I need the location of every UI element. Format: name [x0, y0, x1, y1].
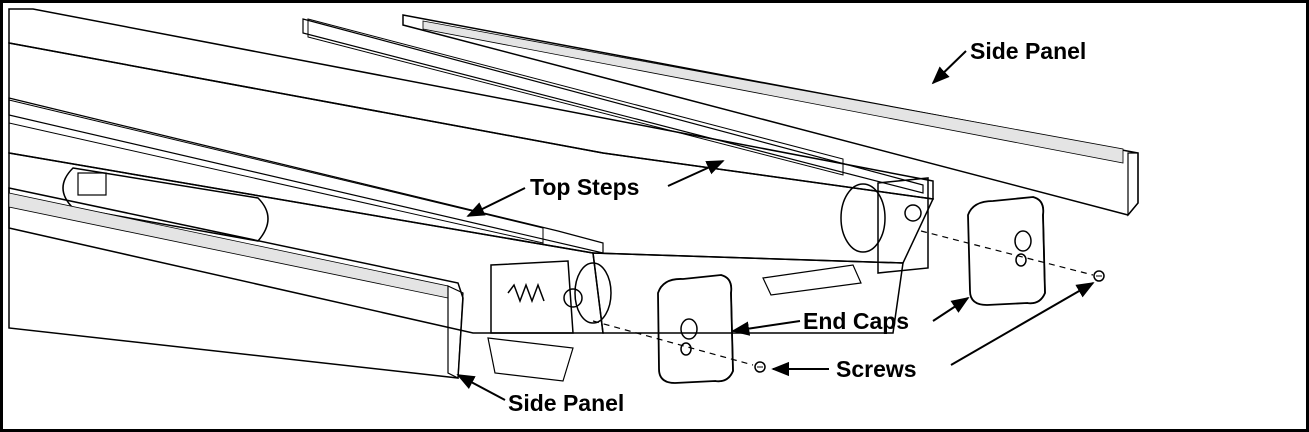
label-screws: Screws: [836, 356, 917, 382]
arrow-side-panel-top: [931, 50, 967, 85]
arrow-side-panel-bottom: [456, 374, 506, 401]
alignment-line-left: [592, 320, 754, 366]
arrow-top-steps-left: [466, 187, 526, 217]
screw-right: [1093, 270, 1105, 282]
treadmill-frame: [8, 8, 935, 382]
label-end-caps: End Caps: [803, 308, 909, 334]
alignment-line-right: [920, 230, 1094, 276]
screw-left: [754, 361, 766, 373]
arrow-screws-right: [950, 282, 1095, 366]
arrow-top-steps-right: [667, 160, 725, 187]
label-top-steps: Top Steps: [530, 174, 639, 200]
label-side-panel-bottom: Side Panel: [508, 390, 624, 416]
side-panel-bottom: [8, 187, 464, 379]
end-cap-left: [657, 274, 734, 384]
arrow-end-caps-left: [731, 320, 801, 336]
top-step-right: [302, 18, 924, 194]
end-cap-right: [967, 196, 1046, 306]
side-panel-top: [402, 14, 1139, 217]
label-side-panel-top: Side Panel: [970, 38, 1086, 64]
top-step-left: [8, 97, 604, 254]
arrow-end-caps-right: [932, 297, 970, 322]
diagram-canvas: Side Panel Top Steps End Caps Screws Sid…: [8, 8, 1139, 416]
